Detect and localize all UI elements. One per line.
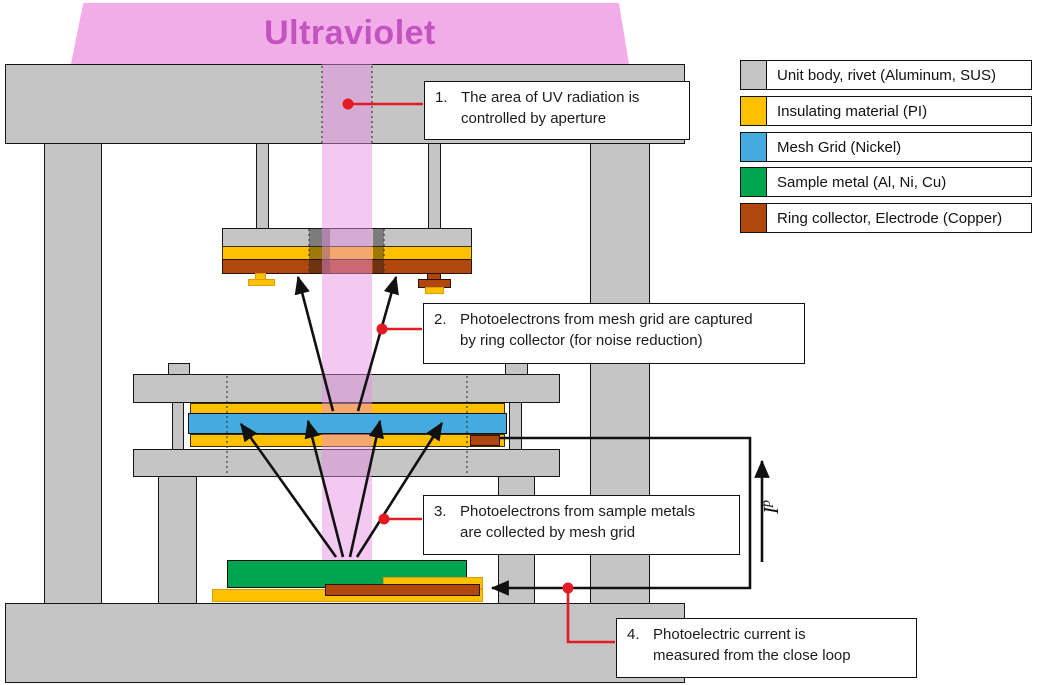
photoelectron-arrow <box>304 419 345 558</box>
sample-photoelectron-arrows <box>239 419 444 558</box>
legend-label: Insulating material (PI) <box>766 96 1032 126</box>
annotation-box-2: 2. Photoelectrons from mesh grid are cap… <box>423 303 805 364</box>
legend-label: Ring collector, Electrode (Copper) <box>766 203 1032 233</box>
annotation-connectors <box>342 98 615 644</box>
connector-dot-3 <box>378 513 390 525</box>
legend-item-mesh-grid: Mesh Grid (Nickel) <box>740 132 1032 162</box>
mesh-electrode <box>470 435 500 446</box>
annotation-number: 4. <box>627 626 640 643</box>
uv-beam <box>322 64 372 560</box>
legend-swatch-insulating-material <box>740 96 767 126</box>
sample-electrode <box>325 584 480 596</box>
mesh-top-bar <box>133 374 560 403</box>
legend-item-ring-collector: Ring collector, Electrode (Copper) <box>740 203 1032 233</box>
legend-swatch-sample-metal <box>740 167 767 197</box>
annotation-number: 2. <box>434 311 447 328</box>
diagram-title: Ultraviolet <box>264 14 436 52</box>
photoelectron-arrow <box>294 275 335 412</box>
aperture-shadow-left <box>309 228 330 274</box>
photoelectron-arrow <box>239 422 338 558</box>
mesh-insulator-bottom <box>190 434 505 447</box>
current-loop-wire <box>490 436 752 596</box>
legend-label: Sample metal (Al, Ni, Cu) <box>766 167 1032 197</box>
right-foot-insulator-pad <box>425 287 444 294</box>
legend-item-unit-body: Unit body, rivet (Aluminum, SUS) <box>740 60 1032 90</box>
mesh-bottom-bar <box>133 449 560 477</box>
legend-label: Mesh Grid (Nickel) <box>766 132 1032 162</box>
photoelectron-arrow <box>356 275 399 412</box>
current-subscript: p <box>759 500 774 507</box>
dotted-guides <box>226 66 468 475</box>
connector-dot-1 <box>342 98 354 110</box>
connector-dot-4 <box>562 582 574 594</box>
left-foot-pad <box>248 279 275 286</box>
legend-label: Unit body, rivet (Aluminum, SUS) <box>766 60 1032 90</box>
photoelectron-arrow <box>355 421 444 558</box>
grid-photoelectron-arrows <box>294 275 399 412</box>
ring-collector <box>222 259 472 274</box>
legend-swatch-ring-collector <box>740 203 767 233</box>
aperture-shadow-right <box>373 228 384 274</box>
legend-item-insulating-material: Insulating material (PI) <box>740 96 1032 126</box>
left-column <box>44 143 102 604</box>
annotation-number: 3. <box>434 503 447 520</box>
connector-dot-2 <box>376 323 388 335</box>
support-post-left <box>158 476 197 604</box>
legend-swatch-unit-body <box>740 60 767 90</box>
uv-source-trapezoid: Ultraviolet <box>71 3 629 64</box>
legend-item-sample-metal: Sample metal (Al, Ni, Cu) <box>740 167 1032 197</box>
legend-swatch-mesh-grid <box>740 132 767 162</box>
current-symbol: I <box>759 507 783 514</box>
photoelectron-arrow <box>348 419 384 558</box>
annotation-text: Photoelectrons from mesh grid are captur… <box>460 311 753 349</box>
annotation-number: 1. <box>435 89 448 106</box>
connector-line-4 <box>566 588 615 644</box>
